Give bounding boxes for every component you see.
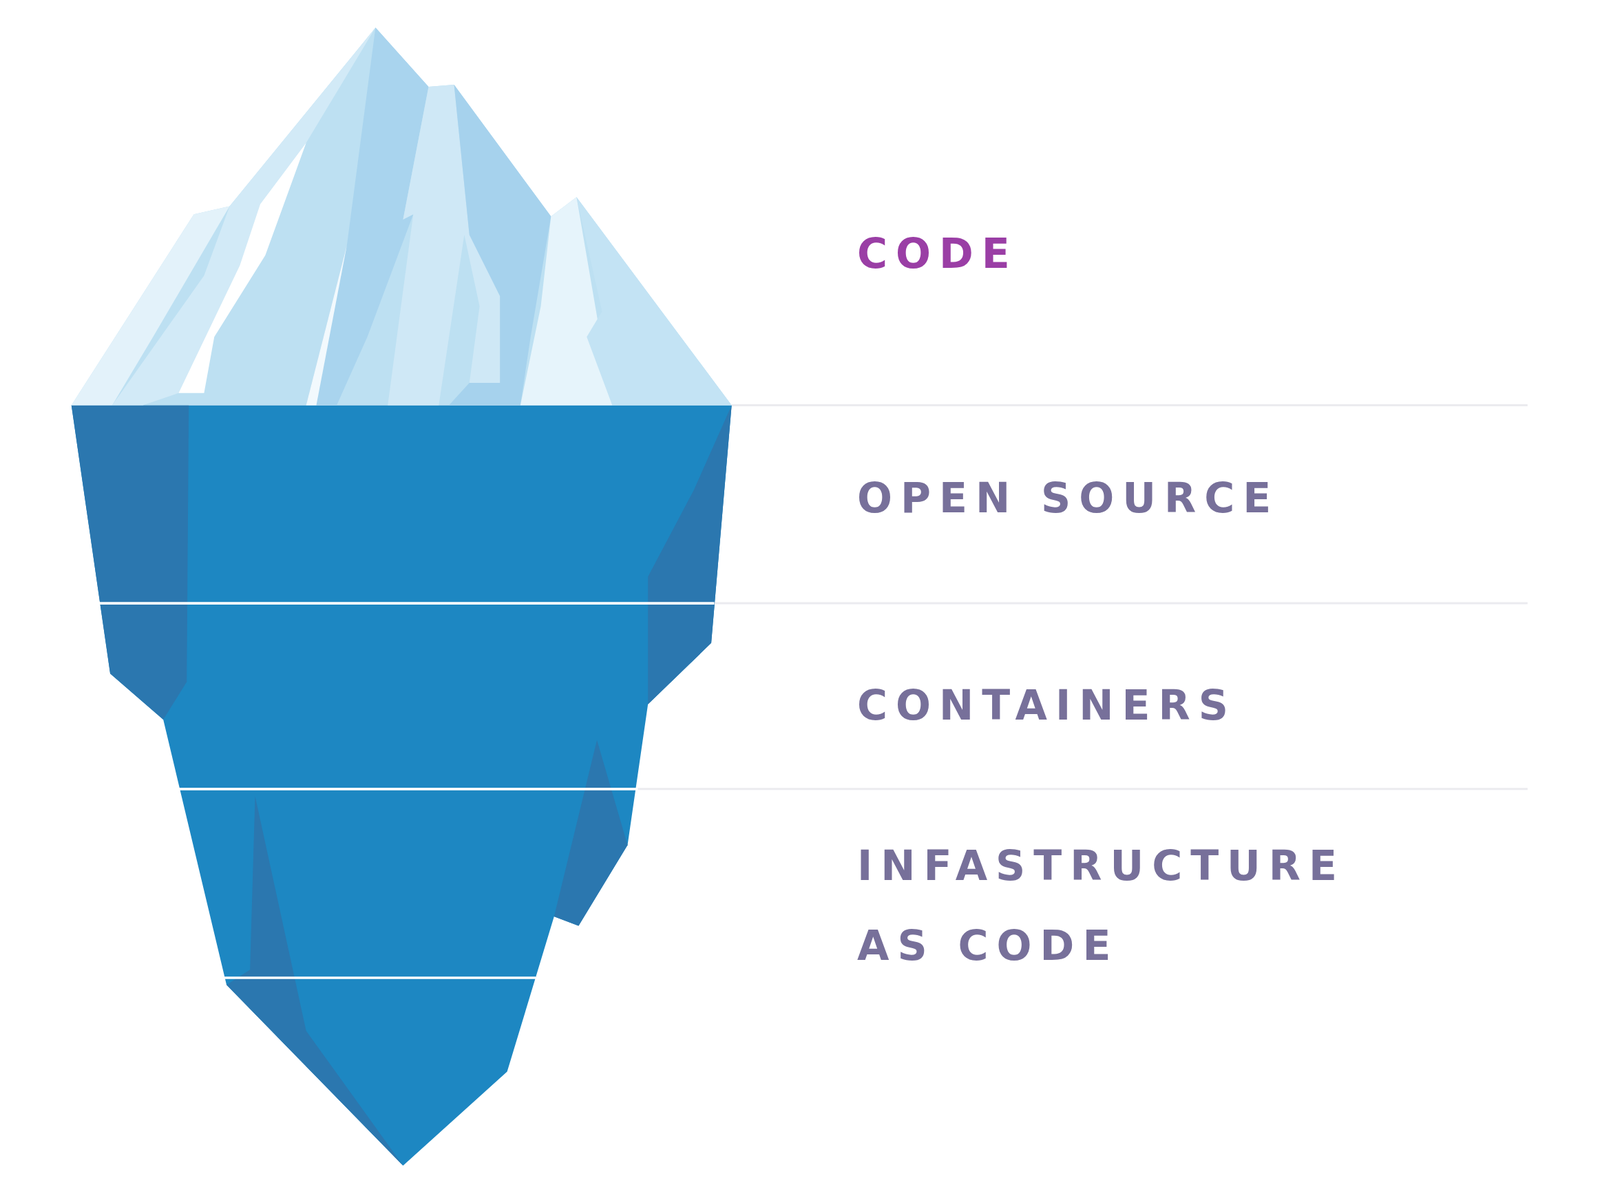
iceberg-underwater (71, 405, 732, 1166)
iceberg-facets (71, 405, 732, 1166)
tip-facets (71, 27, 732, 405)
strata-lines (71, 603, 715, 978)
band-label: INFASTRUCTURE AS CODE (857, 825, 1395, 986)
band-label: OPEN SOURCE (857, 457, 1477, 538)
band-lines (637, 405, 1528, 789)
iceberg-tip (71, 27, 732, 405)
top-layer-label: CODE (857, 213, 1477, 294)
band-label: CONTAINERS (857, 665, 1477, 745)
